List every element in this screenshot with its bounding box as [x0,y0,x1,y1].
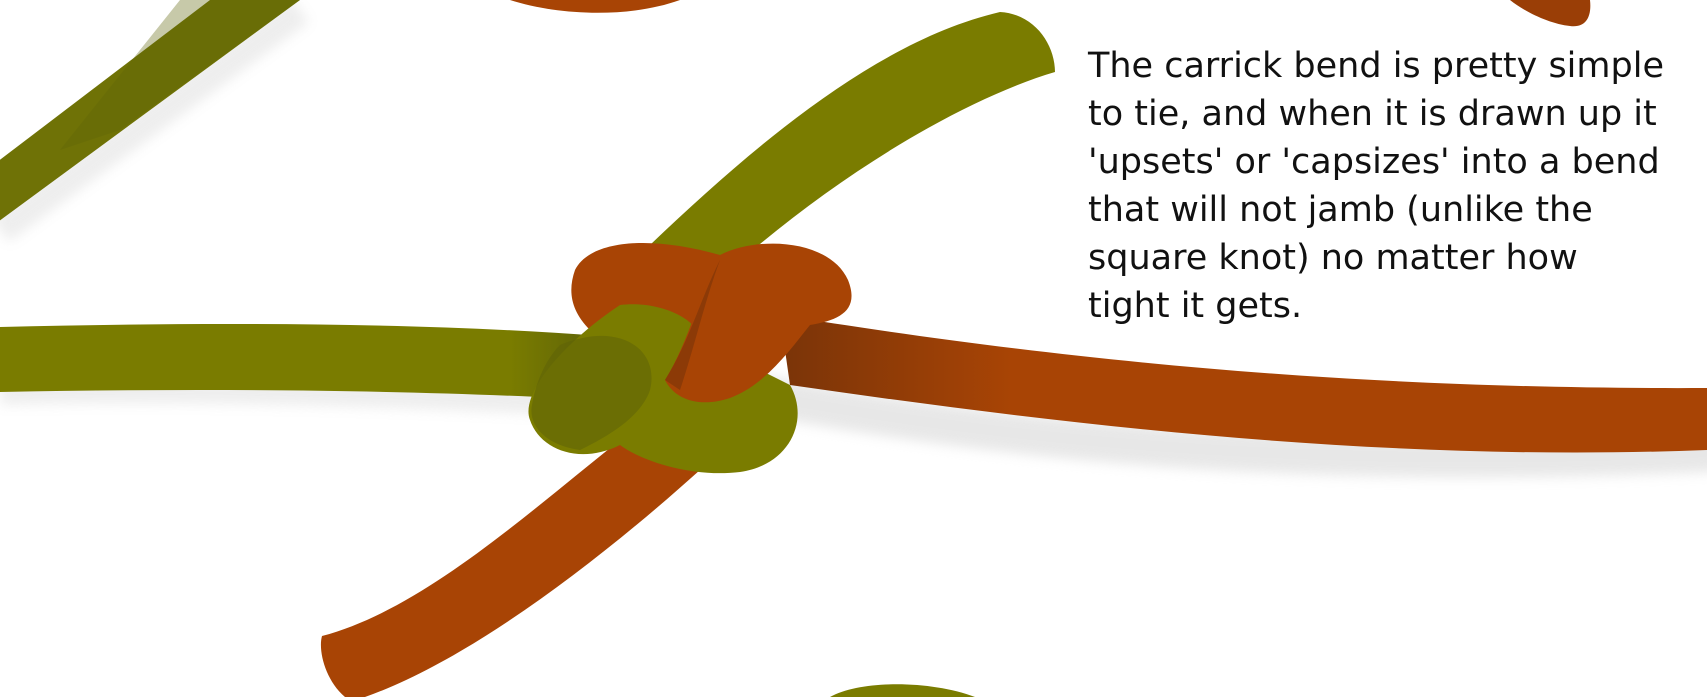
rust-rope-lower-diagonal [321,440,700,697]
olive-rope-upper-diagonal [650,12,1055,270]
caption-text: The carrick bend is pretty simple to tie… [1088,42,1688,330]
rust-rope-top-right-fragment [1510,0,1590,26]
olive-rope-top-left-shade [60,0,300,150]
olive-rope-left-end [0,324,600,398]
rust-rope-top-fragment [510,0,680,13]
olive-rope-bottom-fragment [830,684,975,697]
